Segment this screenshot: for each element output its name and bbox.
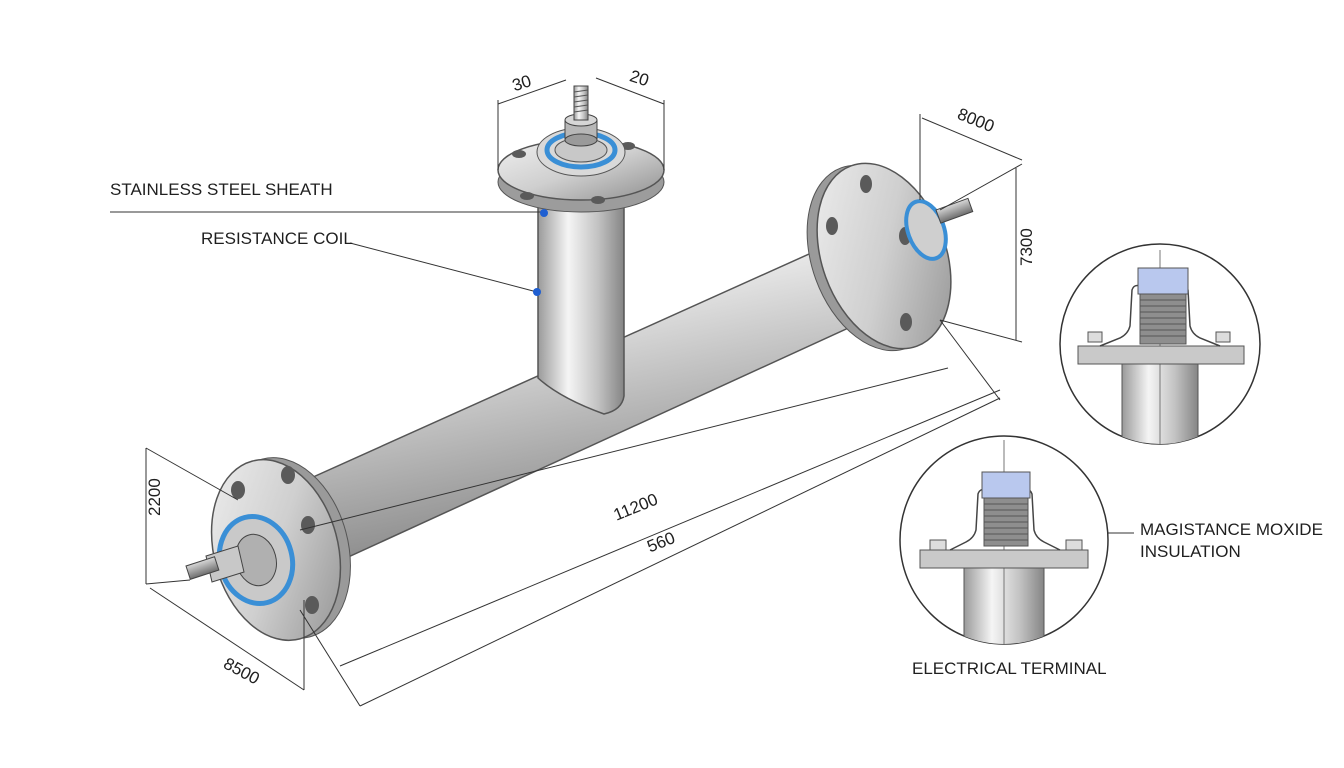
bolt-hole-icon <box>301 516 315 534</box>
top-flange <box>497 85 665 213</box>
dim-top-right: 20 <box>627 66 651 90</box>
detail-view-lower <box>899 435 1109 645</box>
detail-view-upper <box>1059 243 1261 445</box>
bolt-hole-icon <box>512 150 526 158</box>
bolt-hole-icon <box>305 596 319 614</box>
label-insulation-line2: INSULATION <box>1140 542 1241 561</box>
dim-length-long: 11200 <box>611 490 661 525</box>
vertical-branch-pipe <box>537 189 625 415</box>
left-flange <box>185 457 351 642</box>
bolt-hole-icon <box>281 466 295 484</box>
label-resistance-coil: RESISTANCE COIL <box>201 229 353 248</box>
bolt-hole-icon <box>591 196 605 204</box>
dimension-lines <box>145 77 1023 707</box>
dim-top-left: 30 <box>510 71 534 95</box>
label-stainless-steel-sheath: STAINLESS STEEL SHEATH <box>110 180 333 199</box>
bolt-hole-icon <box>231 481 245 499</box>
label-insulation-line1: MAGISTANCE MOXIDE <box>1140 520 1323 539</box>
right-flange <box>806 162 974 352</box>
insulation-ring <box>904 199 948 261</box>
bolt-hole-icon <box>826 217 838 235</box>
coil-marker <box>533 288 541 296</box>
dim-right-top: 8000 <box>955 104 997 136</box>
dim-left-vertical: 2200 <box>145 478 164 516</box>
sheath-marker <box>540 209 548 217</box>
bolt-hole-icon <box>520 192 534 200</box>
bolt-hole-icon <box>860 175 872 193</box>
dim-length-short: 560 <box>644 528 677 556</box>
dim-right-vertical: 7300 <box>1017 228 1036 266</box>
label-electrical-terminal: ELECTRICAL TERMINAL <box>912 659 1107 678</box>
bolt-hole-icon <box>900 313 912 331</box>
